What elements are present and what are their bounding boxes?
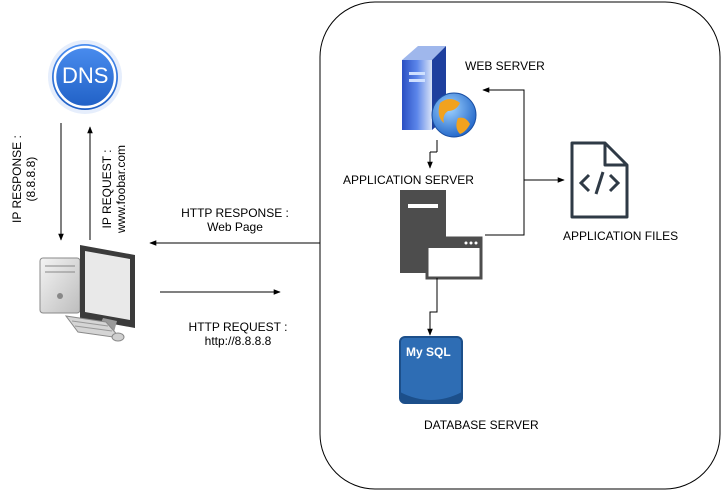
app-to-web-arrow <box>482 87 525 236</box>
application-server-icon <box>400 190 483 280</box>
application-files-label: APPLICATION FILES <box>563 229 679 243</box>
ip-response-line1: IP RESPONSE : <box>10 135 24 223</box>
app-to-db-arrow <box>427 278 438 336</box>
dns-icon <box>48 40 122 114</box>
http-response-label: HTTP RESPONSE : Web Page <box>168 206 302 234</box>
web-server-label: WEB SERVER <box>465 59 545 73</box>
http-request-line1: HTTP REQUEST : <box>188 320 288 334</box>
web-server-icon <box>402 46 477 138</box>
database-server-label: DATABASE SERVER <box>424 418 539 432</box>
mysql-label: My SQL <box>406 345 451 359</box>
http-request-label: HTTP REQUEST : http://8.8.8.8 <box>176 320 300 348</box>
ip-response-line2: (8.8.8.8) <box>24 156 38 202</box>
http-request-line2: http://8.8.8.8 <box>204 334 272 348</box>
http-response-line1: HTTP RESPONSE : <box>181 206 289 220</box>
mysql-database-icon <box>399 336 463 404</box>
ip-request-label: IP REQUEST : www.foobar.com <box>100 145 128 233</box>
application-files-icon <box>570 141 629 219</box>
dns-label: DNS <box>62 63 109 88</box>
server-region-container <box>319 1 721 490</box>
ip-request-line2: www.foobar.com <box>114 144 128 233</box>
computer-icon <box>39 245 135 342</box>
ip-request-line1: IP REQUEST : <box>100 149 114 229</box>
application-server-label: APPLICATION SERVER <box>343 173 474 187</box>
ip-response-label: IP RESPONSE : (8.8.8.8) <box>10 135 38 223</box>
http-response-line2: Web Page <box>207 220 263 234</box>
